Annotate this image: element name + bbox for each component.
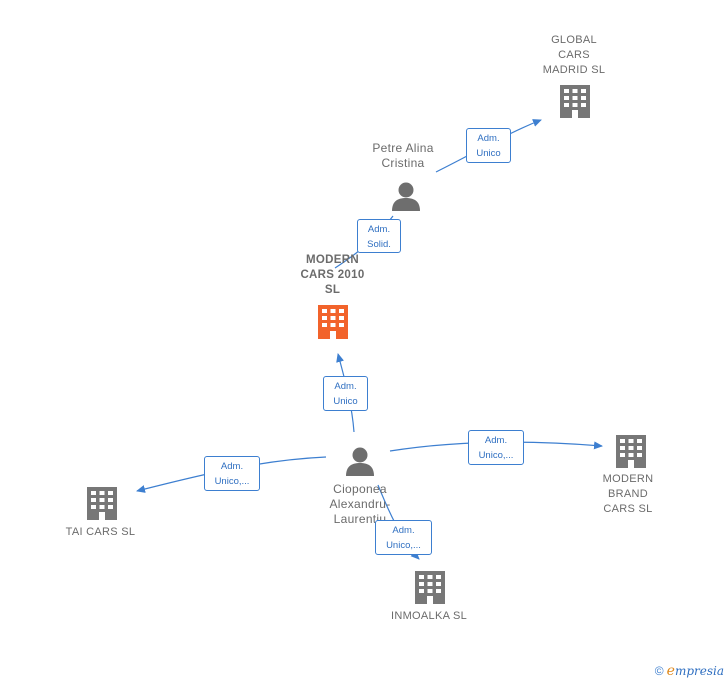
building-icon-focus[interactable]: [318, 305, 348, 339]
person-icon[interactable]: [346, 447, 374, 477]
copyright-symbol: ©: [654, 664, 664, 678]
brand-name: mpresia: [674, 664, 724, 678]
person-icon[interactable]: [392, 182, 420, 212]
edge-label-cioponea-tai[interactable]: Adm. Unico,...: [204, 456, 260, 491]
brand-initial: e: [666, 663, 675, 679]
node-label-cioponea-alexandru-laurentiu[interactable]: Cioponea Alexandru- Laurentiu: [329, 482, 391, 526]
edge-label-cioponea-modern[interactable]: Adm. Unico: [323, 376, 368, 411]
node-label-inmoalka[interactable]: INMOALKA SL: [390, 610, 468, 622]
node-label-modern-brand-cars[interactable]: MODERN BRAND CARS SL: [602, 473, 654, 515]
empresia-watermark: ©empresia: [655, 663, 724, 679]
edge-label-cioponea-inmoalka[interactable]: Adm. Unico,...: [375, 520, 432, 555]
node-label-modern-cars-2010[interactable]: MODERN CARS 2010 SL: [300, 254, 365, 296]
node-label-global-cars-madrid[interactable]: GLOBAL CARS MADRID SL: [542, 34, 606, 76]
edge-label-cioponea-brand[interactable]: Adm. Unico,...: [468, 430, 524, 465]
building-icon[interactable]: [87, 487, 117, 520]
building-icon[interactable]: [560, 85, 590, 118]
edge-label-modern-petre[interactable]: Adm. Solid.: [357, 219, 401, 253]
node-label-tai-cars[interactable]: TAI CARS SL: [65, 526, 136, 538]
edge-label-petre-global[interactable]: Adm. Unico: [466, 128, 511, 163]
node-label-petre-alina-cristina[interactable]: Petre Alina Cristina: [372, 141, 434, 170]
building-icon[interactable]: [415, 571, 445, 604]
building-icon[interactable]: [616, 435, 646, 468]
